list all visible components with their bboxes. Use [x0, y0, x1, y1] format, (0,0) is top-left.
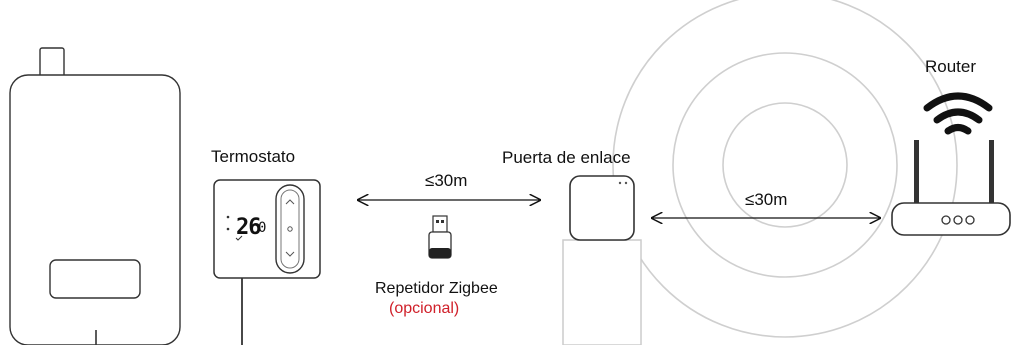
coverage-ring-inner [722, 102, 848, 228]
coverage-ring-outer [612, 0, 958, 338]
thermostat-unit-symbol: 0 [258, 220, 267, 236]
thermostat-temperature-readout: 26 [236, 215, 261, 240]
coverage-ring-middle [672, 52, 898, 278]
distance-label-gateway-router: ≤30m [745, 190, 788, 209]
distance-label-thermostat-gateway: ≤30m [425, 171, 468, 190]
gateway-hub-icon [562, 175, 642, 345]
boiler-icon [9, 47, 181, 345]
coverage-rings [612, 0, 958, 338]
repeater-label: Repetidor Zigbee [375, 280, 498, 297]
repeater-optional-label: (opcional) [389, 300, 460, 317]
gateway-label: Puerta de enlace [502, 148, 631, 167]
thermostat-icon [213, 179, 321, 345]
router-icon [891, 140, 1011, 236]
thermostat-label: Termostato [211, 147, 296, 166]
usb-repeater-icon [428, 215, 452, 259]
router-label: Router [925, 57, 977, 76]
wifi-icon [923, 92, 993, 135]
